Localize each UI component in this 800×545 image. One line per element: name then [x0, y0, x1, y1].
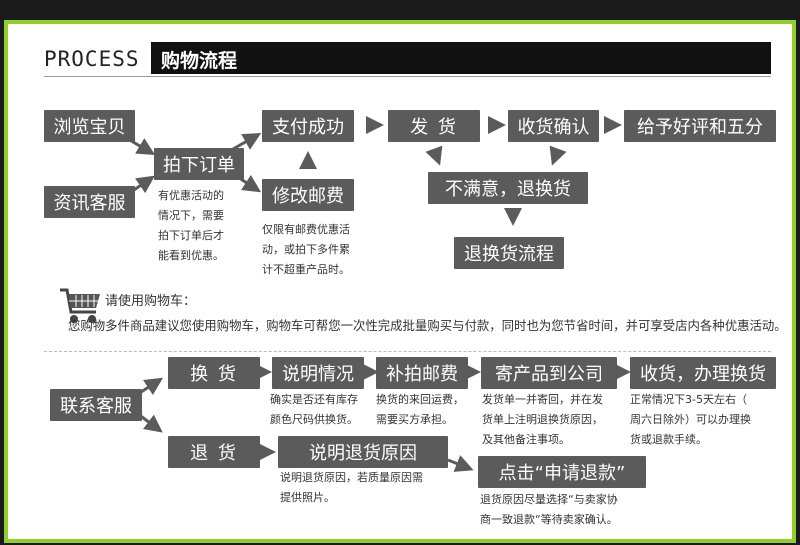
arrow-ship-unsat [425, 145, 443, 166]
postage-note: 仅限有邮费优惠活动，或拍下多件累 计不超重产品时。 [262, 223, 350, 276]
cart-tip-title: 请使用购物车： [105, 294, 197, 309]
explain-reason-note: 说明退货原因，若质量原因需提供照片。 [280, 471, 423, 504]
heading-divider [44, 76, 771, 77]
step-browse: 浏览宝贝 [44, 110, 135, 142]
arrow-reason-apply [447, 455, 474, 472]
shopping-cart-icon [60, 288, 100, 323]
apply-refund-note: 退货原因尽量选择“与卖家协商一致退款“等待卖家确认。 [480, 493, 618, 526]
step-send-back: 寄产品到公司 [481, 357, 617, 389]
step-receive-exchange: 收货，办理换货 [630, 357, 776, 389]
reshoot-postage-note: 换货的来回运费，需要买方承担。 [376, 393, 464, 426]
step-pay: 支付成功 [262, 110, 354, 142]
order-note: 有优惠活动的情况下，需要 拍下订单后才能看到优惠。 [158, 189, 224, 262]
explain-note: 确实是否还有库存颜色尺码供换货。 [270, 393, 358, 426]
step-contact-service: 联系客服 [50, 389, 142, 421]
receive-exchange-note: 正常情况下3-5天左右（周六日除外）可以办理换 货或退款手续。 [630, 393, 751, 446]
step-unsatisfied: 不满意，退换货 [428, 172, 588, 204]
send-back-note: 发货单一并寄回，并在发货单上注明退换货原因， 及其他备注事项。 [482, 393, 603, 446]
process-frame: PROCESS 购物流程 [4, 20, 796, 543]
step-order: 拍下订单 [154, 148, 244, 180]
step-refund: 退 货 [168, 436, 260, 468]
step-modify-postage: 修改邮费 [262, 179, 354, 211]
step-ship: 发 货 [388, 110, 480, 142]
step-reshoot-postage: 补拍邮费 [376, 357, 468, 389]
step-explain: 说明情况 [272, 357, 364, 389]
step-consult: 资讯客服 [44, 186, 135, 218]
process-heading-bar: 购物流程 [151, 42, 771, 74]
step-exchange: 换 货 [168, 357, 260, 389]
section-divider [44, 351, 771, 352]
arrow-receive-unsat [549, 145, 567, 166]
arrow-order-pay [232, 133, 262, 151]
process-heading-en: PROCESS [44, 47, 140, 71]
process-canvas: PROCESS 购物流程 [8, 24, 792, 539]
step-review: 给予好评和五分 [624, 110, 776, 142]
step-receive: 收货确认 [508, 110, 599, 142]
step-apply-refund: 点击“申请退款” [478, 456, 646, 488]
process-heading-cn: 购物流程 [161, 50, 238, 72]
step-return-flow: 退换货流程 [454, 237, 564, 269]
step-explain-reason: 说明退货原因 [278, 436, 448, 468]
cart-tip-text: 您购物多件商品建议您使用购物车，购物车可帮您一次性完成批量购买与付款，同时也为您… [68, 318, 787, 333]
